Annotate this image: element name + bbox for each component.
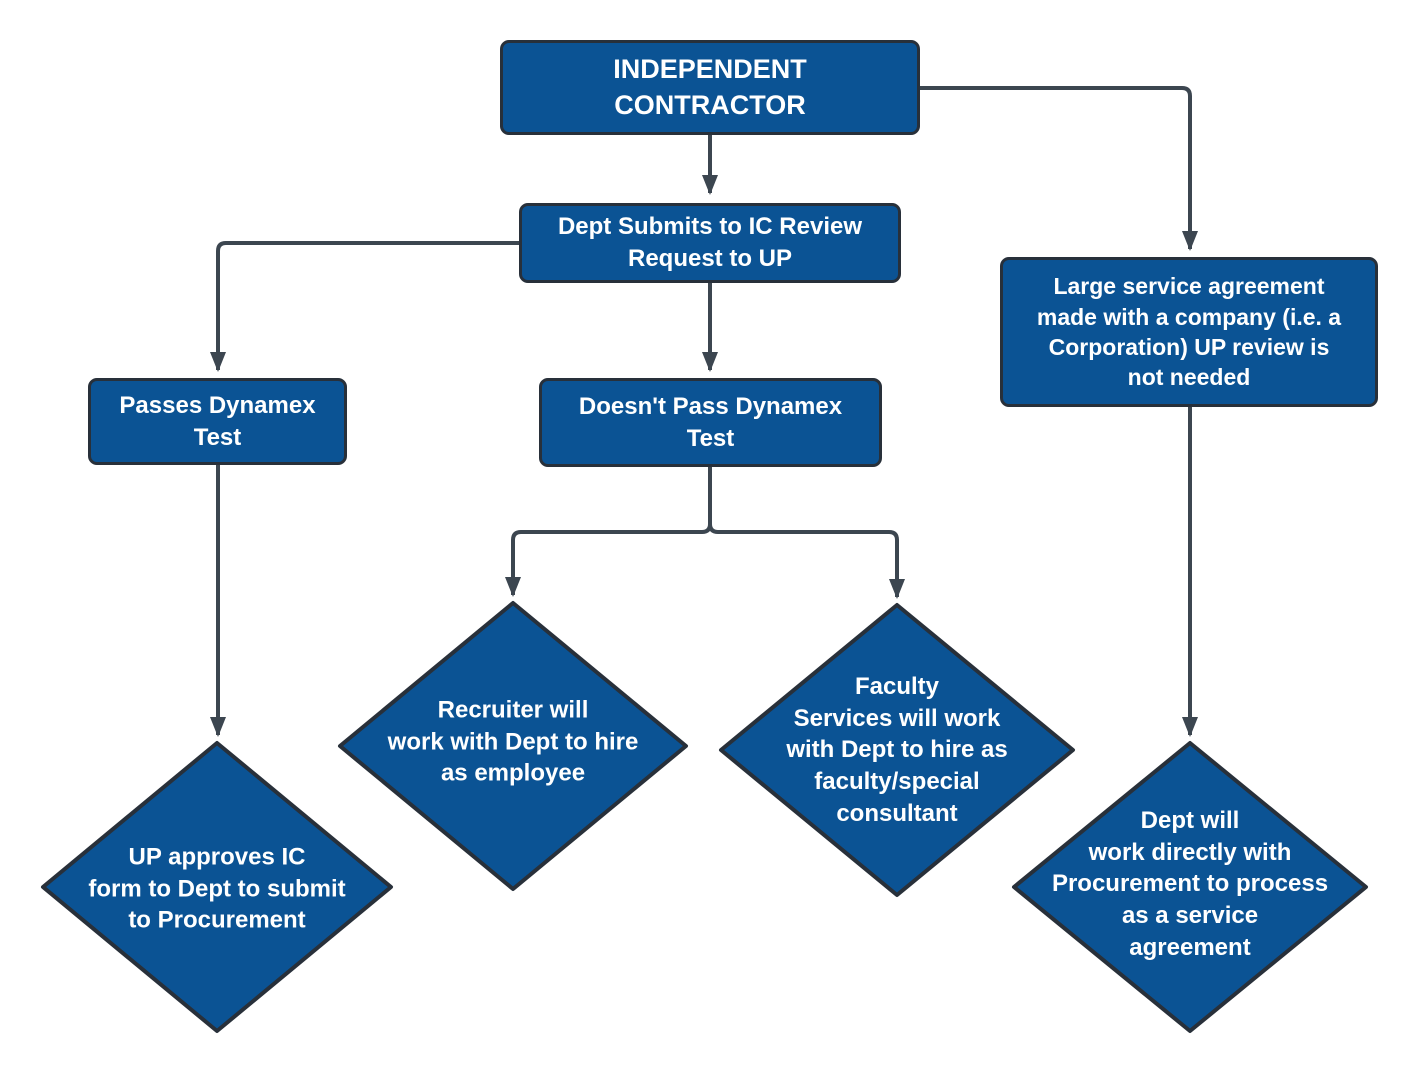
diamond-up-approves-ic-shape bbox=[41, 741, 393, 1033]
node-passes-dynamex-label: Passes Dynamex Test bbox=[119, 391, 316, 451]
node-large-service-agreement: Large service agreement made with a comp… bbox=[1000, 257, 1378, 407]
node-large-service-agreement-label: Large service agreement made with a comp… bbox=[1036, 273, 1342, 391]
node-independent-contractor: INDEPENDENT CONTRACTOR bbox=[500, 40, 920, 135]
node-dept-submits: Dept Submits to IC Review Request to UP bbox=[519, 203, 901, 283]
diamond-faculty-services-shape bbox=[719, 603, 1075, 897]
node-passes-dynamex: Passes Dynamex Test bbox=[88, 378, 347, 465]
edge-doesnt-pass-to-recruiter bbox=[505, 467, 712, 597]
node-doesnt-pass-dynamex: Doesn't Pass Dynamex Test bbox=[539, 378, 882, 467]
node-dept-submits-label: Dept Submits to IC Review Request to UP bbox=[557, 213, 863, 272]
diamond-dept-procurement-shape bbox=[1012, 741, 1368, 1033]
diamond-recruiter-hire-shape bbox=[338, 601, 688, 891]
node-doesnt-pass-dynamex-label: Doesn't Pass Dynamex Test bbox=[578, 392, 843, 452]
edge-ic-to-large-service bbox=[920, 86, 1198, 251]
node-independent-contractor-label: INDEPENDENT CONTRACTOR bbox=[613, 53, 807, 120]
edge-dept-submits-to-passes bbox=[210, 241, 519, 372]
edge-doesnt-pass-to-faculty bbox=[708, 467, 905, 599]
